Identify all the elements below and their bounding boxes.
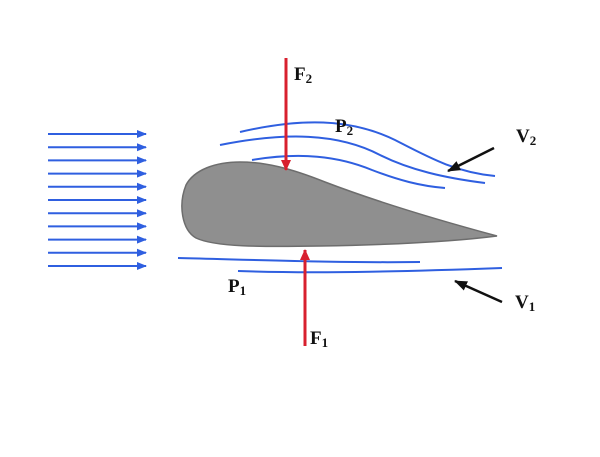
label-p2: P2 — [335, 116, 353, 138]
label-f1: F1 — [310, 328, 328, 350]
label-v1: V1 — [515, 292, 535, 314]
upper-streamline-2 — [219, 135, 486, 184]
lower-streamlines — [177, 257, 503, 274]
upper-streamline-3 — [251, 154, 446, 189]
lower-streamline-2 — [237, 267, 503, 274]
label-v2: V2 — [516, 126, 536, 148]
v2-pointer-arrow — [447, 146, 495, 173]
v1-pointer-arrow — [454, 279, 503, 304]
incoming-flow-arrows — [48, 130, 147, 270]
label-p1: P1 — [228, 276, 246, 298]
lower-streamline-1 — [177, 257, 421, 264]
label-f2: F2 — [294, 64, 312, 86]
airfoil — [181, 161, 498, 248]
